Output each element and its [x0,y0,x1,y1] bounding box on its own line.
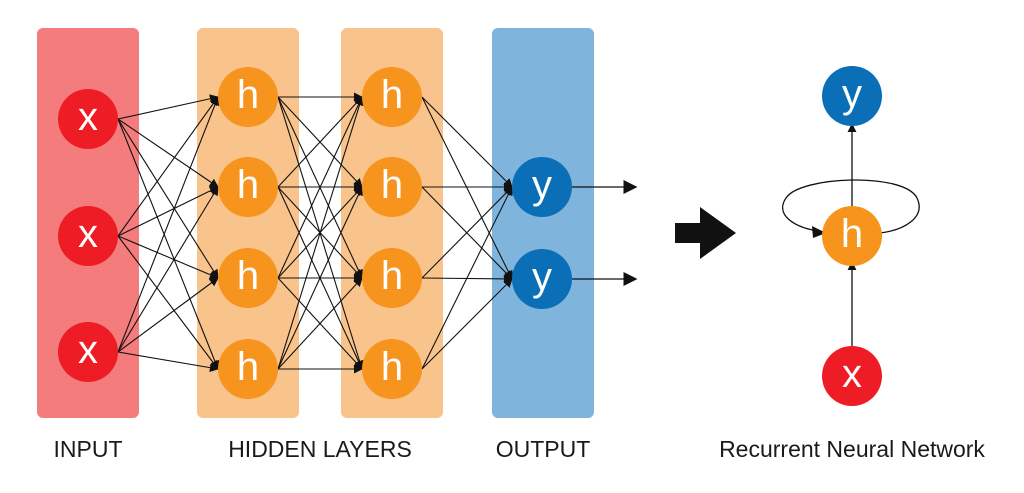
connection-input-2-to-hidden-1-1 [117,96,219,237]
hidden-2-node-circle [362,339,422,399]
hidden-2-node-label: h [381,345,403,389]
rnn-diagram: y h x [782,66,920,406]
rnn-hidden-node [822,206,882,266]
connection-input-1-to-hidden-1-1 [117,94,219,120]
connection-input-3-to-hidden-1-4 [117,351,219,373]
connection-hidden-2-4-to-output-2 [421,278,513,370]
hidden-2-node-circle [362,157,422,217]
connection-hidden-1-2-to-hidden-2-1 [277,96,363,188]
input-node-label: x [78,212,98,256]
hidden-1-node-2: h [218,157,278,217]
connection-input-2-to-hidden-1-3 [117,235,219,280]
output-node-circle [512,249,572,309]
connection-input-2-to-hidden-1-4 [117,235,219,370]
output-layer-panel [492,28,594,418]
output-node-label: y [532,163,552,207]
hidden-1-node-label: h [237,345,259,389]
rnn-recurrent-loop [782,179,920,234]
rnn-input-node-label: x [842,352,862,396]
output-node-1: y [512,157,572,217]
connection-hidden-2-4-to-output-1 [421,186,513,370]
connection-hidden-2-1-to-output-2 [421,96,513,280]
hidden-2-node-3: h [362,248,422,308]
hidden-layer-1-panel [197,28,299,418]
hidden-layers-label: HIDDEN LAYERS [228,436,412,462]
input-node-circle [58,322,118,382]
rnn-input-node [822,346,882,406]
hidden-1-node-circle [218,339,278,399]
hidden-1-node-circle [218,248,278,308]
hidden-2-node-4: h [362,339,422,399]
hidden-2-node-circle [362,67,422,127]
input-label: INPUT [54,436,123,462]
hidden-1-node-3: h [218,248,278,308]
connection-input-1-to-hidden-1-3 [117,118,219,279]
hidden-1-node-circle [218,157,278,217]
connection-input-3-to-hidden-1-1 [117,96,220,353]
connection-input-2-to-hidden-1-2 [117,186,219,237]
output-node-label: y [532,255,552,299]
connection-hidden-1-4-to-hidden-2-3 [277,277,363,370]
hidden-1-node-circle [218,67,278,127]
output-label: OUTPUT [496,436,591,462]
hidden-2-node-1: h [362,67,422,127]
connection-hidden-2-3-to-output-1 [421,186,513,279]
input-node-label: x [78,95,98,139]
rnn-loop-arrowhead [812,226,826,238]
connection-hidden-1-4-to-hidden-2-1 [277,96,364,370]
connection-hidden-1-3-to-hidden-2-1 [277,96,363,279]
hidden-2-node-label: h [381,163,403,207]
network-nodes: x x x h h h h h h h h y y [58,67,572,399]
connection-hidden-2-1-to-output-1 [421,96,513,188]
rnn-hidden-node-label: h [841,212,863,256]
hidden-2-node-2: h [362,157,422,217]
transition-arrow-icon [675,207,736,259]
hidden-2-node-circle [362,248,422,308]
hidden-1-node-label: h [237,73,259,117]
hidden-1-node-label: h [237,163,259,207]
input-node-label: x [78,328,98,372]
hidden-1-node-4: h [218,339,278,399]
input-node-3: x [58,322,118,382]
hidden-2-node-label: h [381,73,403,117]
hidden-2-node-label: h [381,254,403,298]
connection-input-1-to-hidden-1-4 [117,118,220,370]
output-node-circle [512,157,572,217]
rnn-output-node [822,66,882,126]
rnn-output-node-label: y [842,72,862,116]
connection-hidden-1-4-to-hidden-2-2 [277,186,363,370]
connection-input-3-to-hidden-1-3 [117,277,219,353]
input-node-1: x [58,89,118,149]
rnn-label: Recurrent Neural Network [719,436,985,462]
input-node-2: x [58,206,118,266]
input-node-circle [58,206,118,266]
connection-input-3-to-hidden-1-2 [117,186,219,353]
connection-input-1-to-hidden-1-2 [117,118,219,188]
output-node-2: y [512,249,572,309]
hidden-layer-2-panel [341,28,443,418]
hidden-1-node-1: h [218,67,278,127]
hidden-1-node-label: h [237,254,259,298]
network-connections [117,92,513,374]
input-node-circle [58,89,118,149]
